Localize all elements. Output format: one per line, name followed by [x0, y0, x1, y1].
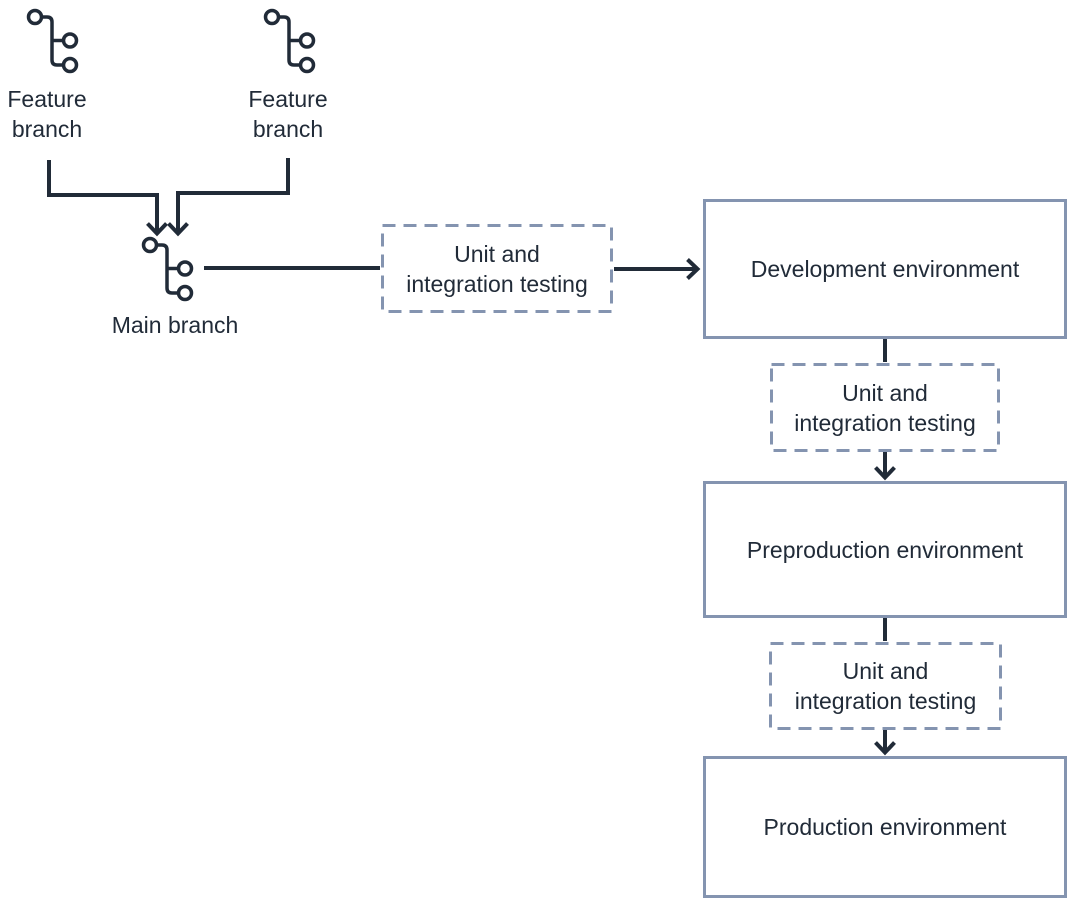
testing-box-1 [381, 224, 613, 313]
merge-connector-left [47, 160, 168, 237]
preproduction-environment-box [703, 481, 1067, 618]
testing-box-3 [769, 642, 1002, 730]
git-branch-icon [263, 8, 316, 74]
arrow-down-icon [146, 222, 168, 237]
git-branch-icon [26, 8, 79, 74]
production-environment-label: Production environment [763, 814, 1007, 840]
connector-testing3-to-production [874, 730, 896, 756]
arrow-down-icon [874, 741, 896, 756]
connector-testing2-to-preproduction [874, 452, 896, 481]
production-environment-box [703, 756, 1067, 898]
arrow-right-icon [686, 258, 701, 280]
testing-box-2-label: Unit and integration testing [794, 379, 976, 436]
feature-branch-1-label: Feature branch [7, 86, 87, 142]
testing-box-2 [770, 363, 1000, 452]
feature-branch-2-label: Feature branch [248, 86, 328, 142]
merge-connector-right [167, 158, 290, 237]
preproduction-environment-label: Preproduction environment [746, 536, 1024, 563]
development-environment-box [703, 199, 1067, 339]
arrow-down-icon [874, 466, 896, 481]
connector-testing1-to-development [614, 258, 701, 280]
testing-box-1-label: Unit and integration testing [406, 240, 588, 297]
git-branch-icon [141, 236, 194, 302]
testing-box-3-label: Unit and integration testing [794, 658, 977, 714]
development-environment-label: Development environment [750, 256, 1020, 282]
main-branch-label: Main branch [111, 312, 239, 338]
arrow-down-icon [167, 222, 189, 237]
